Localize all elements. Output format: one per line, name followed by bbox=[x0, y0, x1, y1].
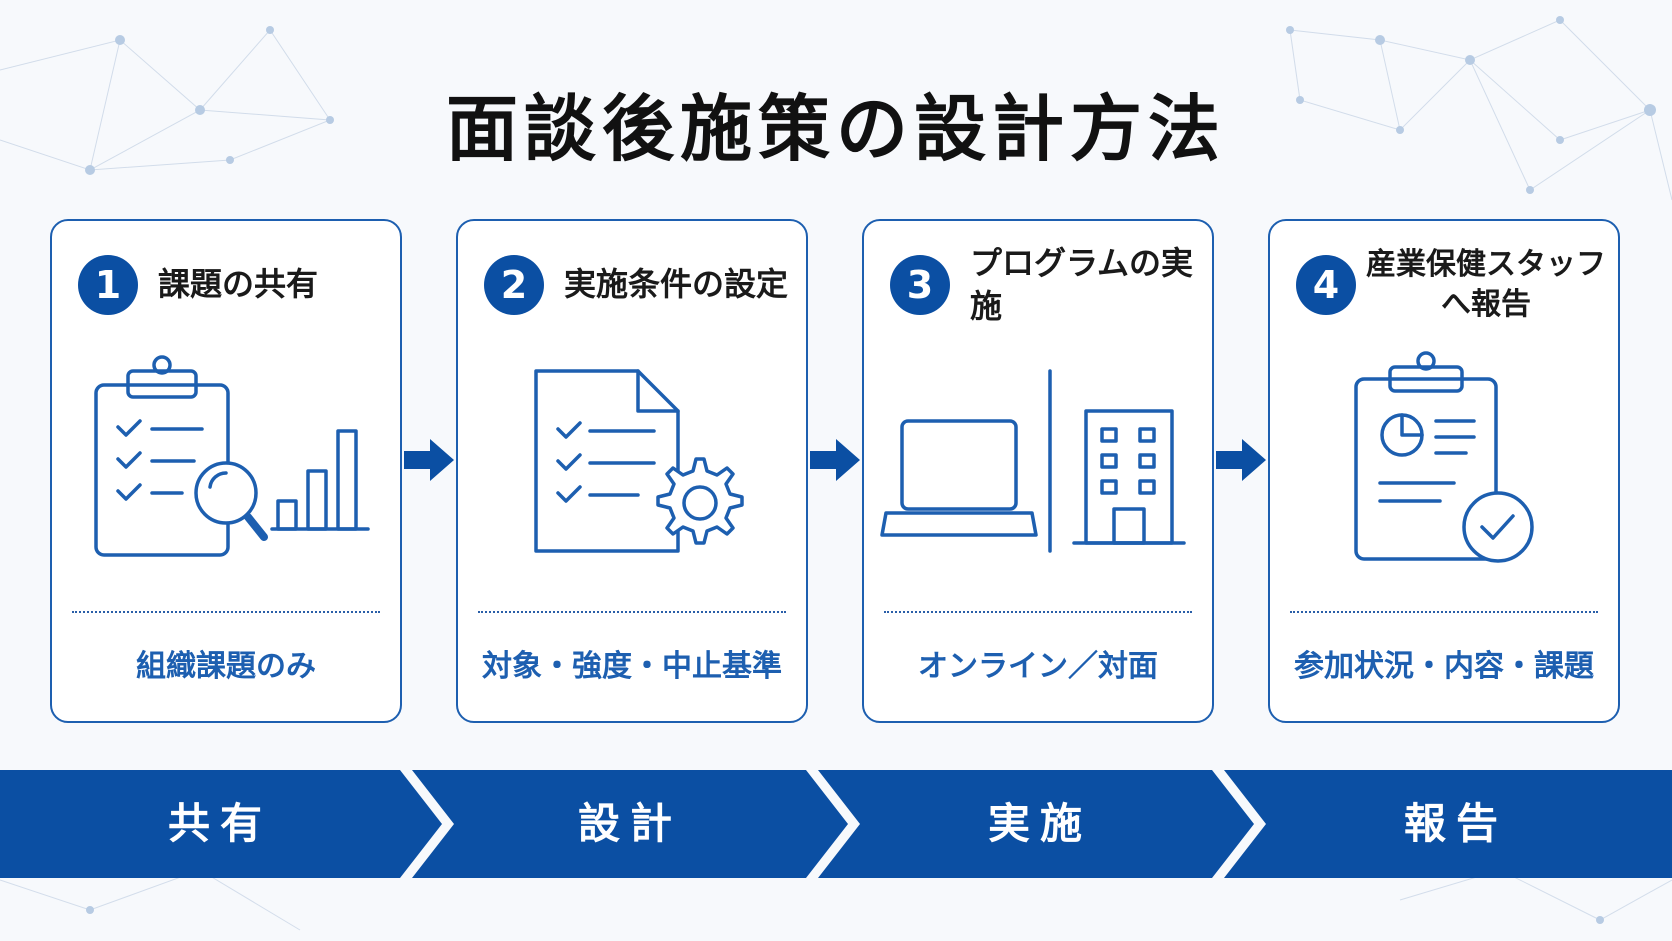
document-gear-icon bbox=[534, 369, 744, 553]
divider bbox=[478, 611, 786, 613]
divider bbox=[1290, 611, 1598, 613]
phase-label-design: 設計 bbox=[577, 799, 682, 848]
arrow-right-icon bbox=[810, 439, 860, 481]
step-title: 産業保健スタッフへ報告 bbox=[1366, 246, 1606, 323]
step-subtitle: オンライン／対面 bbox=[918, 649, 1158, 684]
divider bbox=[884, 611, 1192, 613]
step-card-3: 3 プログラムの実施 オンライン／対面 bbox=[862, 219, 1214, 723]
step-number-badge: 4 bbox=[1296, 255, 1356, 315]
arrow-right-icon bbox=[1216, 439, 1266, 481]
phase-label-share: 共有 bbox=[167, 799, 272, 848]
phase-label-implement: 実施 bbox=[987, 799, 1092, 848]
page-title: 面談後施策の設計方法 bbox=[445, 87, 1226, 171]
clipboard-pie-check-icon bbox=[1354, 351, 1534, 563]
step-subtitle: 組織課題のみ bbox=[136, 649, 316, 684]
step-subtitle: 参加状況・内容・課題 bbox=[1294, 649, 1594, 684]
clipboard-search-chart-icon bbox=[94, 355, 370, 557]
step-card-2: 2 実施条件の設定 対象・強度・中止基準 bbox=[456, 219, 808, 723]
step-subtitle: 対象・強度・中止基準 bbox=[482, 649, 782, 684]
step-title: 課題の共有 bbox=[158, 265, 319, 304]
step-card-4: 4 産業保健スタッフへ報告 参加状況・内容・課題 bbox=[1268, 219, 1620, 723]
step-title: 実施条件の設定 bbox=[564, 265, 789, 304]
phase-label-report: 報告 bbox=[1403, 799, 1508, 848]
step-title: プログラムの実施 bbox=[970, 243, 1194, 325]
step-header: 1 課題の共有 bbox=[78, 247, 388, 323]
phase-band bbox=[0, 770, 1672, 878]
step-number-badge: 2 bbox=[484, 255, 544, 315]
step-header: 4 産業保健スタッフへ報告 bbox=[1296, 247, 1606, 323]
step-number-badge: 1 bbox=[78, 255, 138, 315]
step-header: 2 実施条件の設定 bbox=[484, 247, 794, 323]
step-card-1: 1 課題の共有 組織課題のみ bbox=[50, 219, 402, 723]
step-number-badge: 3 bbox=[890, 255, 950, 315]
arrow-right-icon bbox=[404, 439, 454, 481]
laptop-building-icon bbox=[880, 369, 1186, 553]
divider bbox=[72, 611, 380, 613]
step-header: 3 プログラムの実施 bbox=[890, 244, 1200, 325]
